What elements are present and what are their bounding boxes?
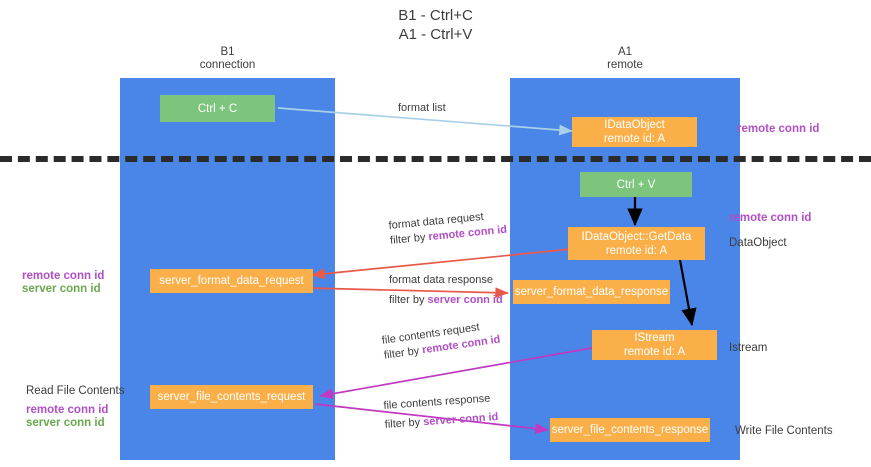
box-ctrl-v[interactable]: Ctrl + V: [580, 172, 692, 197]
box-idataobject[interactable]: IDataObject remote id: A: [572, 117, 697, 147]
column-header-a1-name: A1: [617, 46, 633, 58]
box-ctrl-c[interactable]: Ctrl + C: [160, 95, 275, 122]
box-idataobject-subtitle: remote id: A: [603, 133, 666, 145]
box-server-file-contents-request[interactable]: server_file_contents_request: [150, 385, 313, 409]
box-getdata-subtitle: remote id: A: [605, 244, 668, 257]
side-label-left-server-conn-id: server conn id: [22, 283, 101, 295]
box-istream-subtitle: remote id: A: [623, 346, 686, 358]
filter-by-prefix: filter by: [383, 344, 424, 362]
side-label-read-file-contents: Read File Contents: [26, 385, 125, 397]
column-header-a1-role: remote: [607, 59, 643, 71]
side-label-remote-conn-id-top: remote conn id: [737, 123, 820, 135]
arrow-label-file-contents-request: file contents request filter by remote c…: [381, 318, 501, 364]
box-server-file-contents-response[interactable]: server_file_contents_response: [550, 418, 710, 442]
column-header-a1: A1 remote: [510, 46, 740, 72]
side-label-left-remote-conn-id-2: remote conn id: [26, 404, 109, 416]
arrow-label-format-data-response-line1: format data response: [389, 274, 493, 286]
box-server-file-contents-request-label: server_file_contents_request: [157, 391, 306, 403]
side-label-left-remote-conn-id: remote conn id: [22, 270, 105, 282]
filter-by-prefix: filter by: [389, 231, 430, 247]
side-label-left-server-conn-id-2: server conn id: [26, 417, 105, 429]
diagram-title: B1 - Ctrl+C A1 - Ctrl+V: [0, 6, 871, 44]
box-ctrl-c-label: Ctrl + C: [197, 102, 238, 115]
filter-key-server-conn-id: server conn id: [422, 411, 499, 429]
arrow-label-format-data-request: format data request filter by remote con…: [388, 208, 508, 249]
filter-key-server-conn-id: server conn id: [427, 294, 503, 306]
title-line-1: B1 - Ctrl+C: [398, 7, 473, 24]
box-server-format-data-response-label: server_format_data_response: [514, 286, 669, 298]
box-istream[interactable]: IStream remote id: A: [592, 330, 717, 360]
column-header-b1: B1 connection: [120, 46, 335, 72]
box-server-format-data-request-label: server_format_data_request: [159, 275, 304, 287]
title-line-2: A1 - Ctrl+V: [398, 26, 473, 43]
box-ctrl-v-label: Ctrl + V: [616, 178, 656, 191]
column-header-b1-name: B1: [220, 46, 235, 58]
side-label-write-file-contents: Write File Contents: [735, 425, 833, 437]
box-getdata[interactable]: IDataObject::GetData remote id: A: [568, 227, 705, 260]
arrow-label-file-contents-response-line2: filter by server conn id: [384, 410, 498, 433]
filter-by-prefix: filter by: [389, 294, 428, 306]
box-istream-title: IStream: [634, 332, 675, 344]
phase-divider: [0, 156, 871, 162]
box-server-format-data-response[interactable]: server_format_data_response: [513, 280, 670, 304]
box-getdata-title: IDataObject::GetData: [581, 230, 692, 243]
side-label-istream: Istream: [729, 342, 768, 354]
box-idataobject-title: IDataObject: [604, 119, 665, 131]
arrow-label-format-list: format list: [398, 102, 446, 114]
filter-by-prefix: filter by: [384, 416, 424, 431]
box-server-format-data-request[interactable]: server_format_data_request: [150, 269, 313, 293]
box-server-file-contents-response-label: server_file_contents_response: [551, 424, 709, 436]
column-header-b1-role: connection: [199, 59, 256, 71]
arrow-label-format-data-response: format data response filter by server co…: [389, 273, 503, 308]
arrow-label-file-contents-response: file contents response filter by server …: [383, 391, 499, 433]
side-label-remote-conn-id-mid: remote conn id: [729, 212, 812, 224]
side-label-dataobject: DataObject: [729, 237, 787, 249]
arrow-label-format-data-response-line2: filter by server conn id: [389, 293, 503, 308]
